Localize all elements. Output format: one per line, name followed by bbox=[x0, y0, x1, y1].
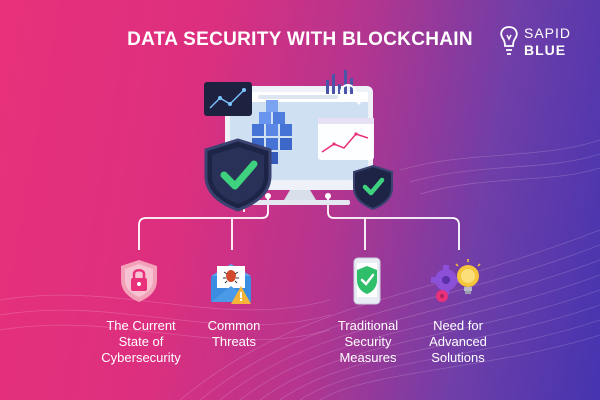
brand-name-top: SAPID bbox=[524, 25, 572, 41]
brand-logo: SAPID BLUE bbox=[498, 22, 593, 62]
connector-lines bbox=[138, 196, 460, 250]
node-label-current-state: The Current State of Cybersecurity bbox=[101, 318, 181, 365]
node-label-traditional-measures: Traditional Security Measures bbox=[337, 318, 399, 365]
padlock-shield-icon bbox=[121, 260, 157, 302]
small-shield-check-icon bbox=[353, 164, 393, 211]
bug-envelope-icon bbox=[211, 264, 251, 304]
brand-name-bottom: BLUE bbox=[524, 42, 567, 58]
node-label-advanced-solutions: Need for Advanced Solutions bbox=[429, 318, 487, 365]
lightbulb-logo-icon bbox=[500, 26, 518, 55]
chart-window-icon bbox=[318, 118, 374, 160]
dark-analytics-card-icon bbox=[204, 82, 252, 116]
node-label-common-threats: Common Threats bbox=[207, 318, 261, 349]
page-title: DATA SECURITY WITH BLOCKCHAIN bbox=[127, 29, 473, 50]
large-shield-check-icon bbox=[204, 138, 272, 212]
bar-chart-magnifier-icon bbox=[326, 70, 361, 105]
phone-shield-icon bbox=[353, 257, 381, 305]
gears-lightbulb-icon bbox=[431, 259, 481, 302]
